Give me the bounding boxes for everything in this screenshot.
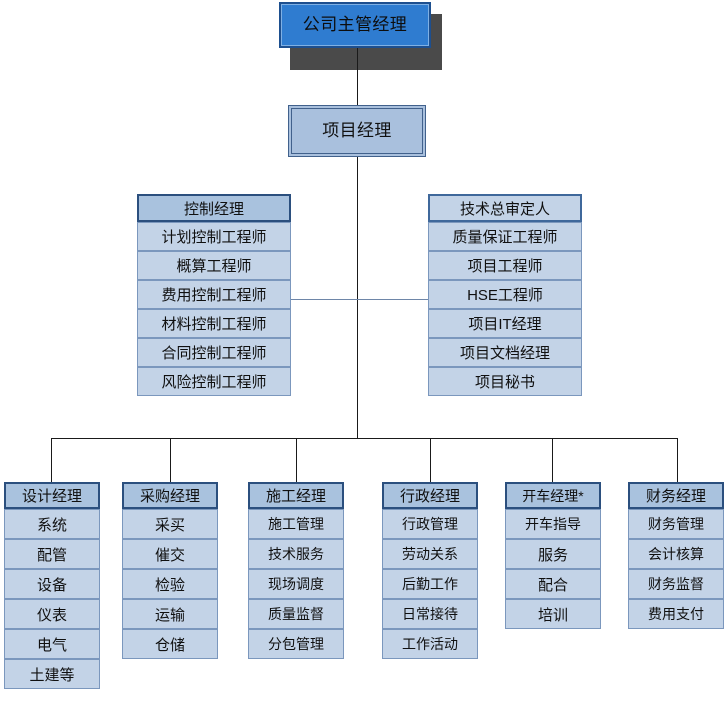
connector-drop-4	[430, 438, 431, 482]
design-item-2[interactable]: 配管	[4, 539, 100, 569]
technical-item-3[interactable]: HSE工程师	[428, 280, 582, 309]
connector-drop-3	[296, 438, 297, 482]
technical-item-1[interactable]: 质量保证工程师	[428, 222, 582, 251]
startup-item-2[interactable]: 服务	[505, 539, 601, 569]
startup-item-3[interactable]: 配合	[505, 569, 601, 599]
design-item-6[interactable]: 土建等	[4, 659, 100, 689]
control-item-3[interactable]: 费用控制工程师	[137, 280, 291, 309]
design-item-4[interactable]: 仪表	[4, 599, 100, 629]
finance-item-2[interactable]: 会计核算	[628, 539, 724, 569]
group-head-startup-manager[interactable]: 开车经理*	[505, 482, 601, 509]
startup-item-1[interactable]: 开车指导	[505, 509, 601, 539]
design-item-1[interactable]: 系统	[4, 509, 100, 539]
connector-bottom-bus	[51, 438, 678, 439]
connector-drop-6	[677, 438, 678, 482]
technical-item-4[interactable]: 项目IT经理	[428, 309, 582, 338]
group-head-procurement-manager[interactable]: 采购经理	[122, 482, 218, 509]
finance-item-3[interactable]: 财务监督	[628, 569, 724, 599]
construction-item-4[interactable]: 质量监督	[248, 599, 344, 629]
construction-item-3[interactable]: 现场调度	[248, 569, 344, 599]
project-manager-box[interactable]: 项目经理	[288, 105, 426, 157]
connector-mid-branch	[291, 299, 428, 300]
procurement-item-3[interactable]: 检验	[122, 569, 218, 599]
group-head-design-manager[interactable]: 设计经理	[4, 482, 100, 509]
administration-item-3[interactable]: 后勤工作	[382, 569, 478, 599]
control-item-2[interactable]: 概算工程师	[137, 251, 291, 280]
connector-top-to-pm	[357, 48, 358, 105]
group-head-control-manager[interactable]: 控制经理	[137, 194, 291, 222]
startup-item-4[interactable]: 培训	[505, 599, 601, 629]
technical-item-6[interactable]: 项目秘书	[428, 367, 582, 396]
construction-item-2[interactable]: 技术服务	[248, 539, 344, 569]
group-head-technical-reviewer[interactable]: 技术总审定人	[428, 194, 582, 222]
procurement-item-1[interactable]: 采买	[122, 509, 218, 539]
procurement-item-2[interactable]: 催交	[122, 539, 218, 569]
control-item-6[interactable]: 风险控制工程师	[137, 367, 291, 396]
connector-drop-2	[170, 438, 171, 482]
control-item-1[interactable]: 计划控制工程师	[137, 222, 291, 251]
control-item-4[interactable]: 材料控制工程师	[137, 309, 291, 338]
procurement-item-4[interactable]: 运输	[122, 599, 218, 629]
control-item-5[interactable]: 合同控制工程师	[137, 338, 291, 367]
top-executive-box[interactable]: 公司主管经理	[279, 2, 431, 48]
connector-drop-1	[51, 438, 52, 482]
construction-item-1[interactable]: 施工管理	[248, 509, 344, 539]
technical-item-2[interactable]: 项目工程师	[428, 251, 582, 280]
connector-pm-trunk	[357, 157, 358, 438]
administration-item-1[interactable]: 行政管理	[382, 509, 478, 539]
construction-item-5[interactable]: 分包管理	[248, 629, 344, 659]
design-item-3[interactable]: 设备	[4, 569, 100, 599]
procurement-item-5[interactable]: 仓储	[122, 629, 218, 659]
administration-item-5[interactable]: 工作活动	[382, 629, 478, 659]
administration-item-2[interactable]: 劳动关系	[382, 539, 478, 569]
connector-drop-5	[552, 438, 553, 482]
group-head-administration-manager[interactable]: 行政经理	[382, 482, 478, 509]
administration-item-4[interactable]: 日常接待	[382, 599, 478, 629]
group-head-finance-manager[interactable]: 财务经理	[628, 482, 724, 509]
finance-item-4[interactable]: 费用支付	[628, 599, 724, 629]
group-head-construction-manager[interactable]: 施工经理	[248, 482, 344, 509]
technical-item-5[interactable]: 项目文档经理	[428, 338, 582, 367]
finance-item-1[interactable]: 财务管理	[628, 509, 724, 539]
design-item-5[interactable]: 电气	[4, 629, 100, 659]
